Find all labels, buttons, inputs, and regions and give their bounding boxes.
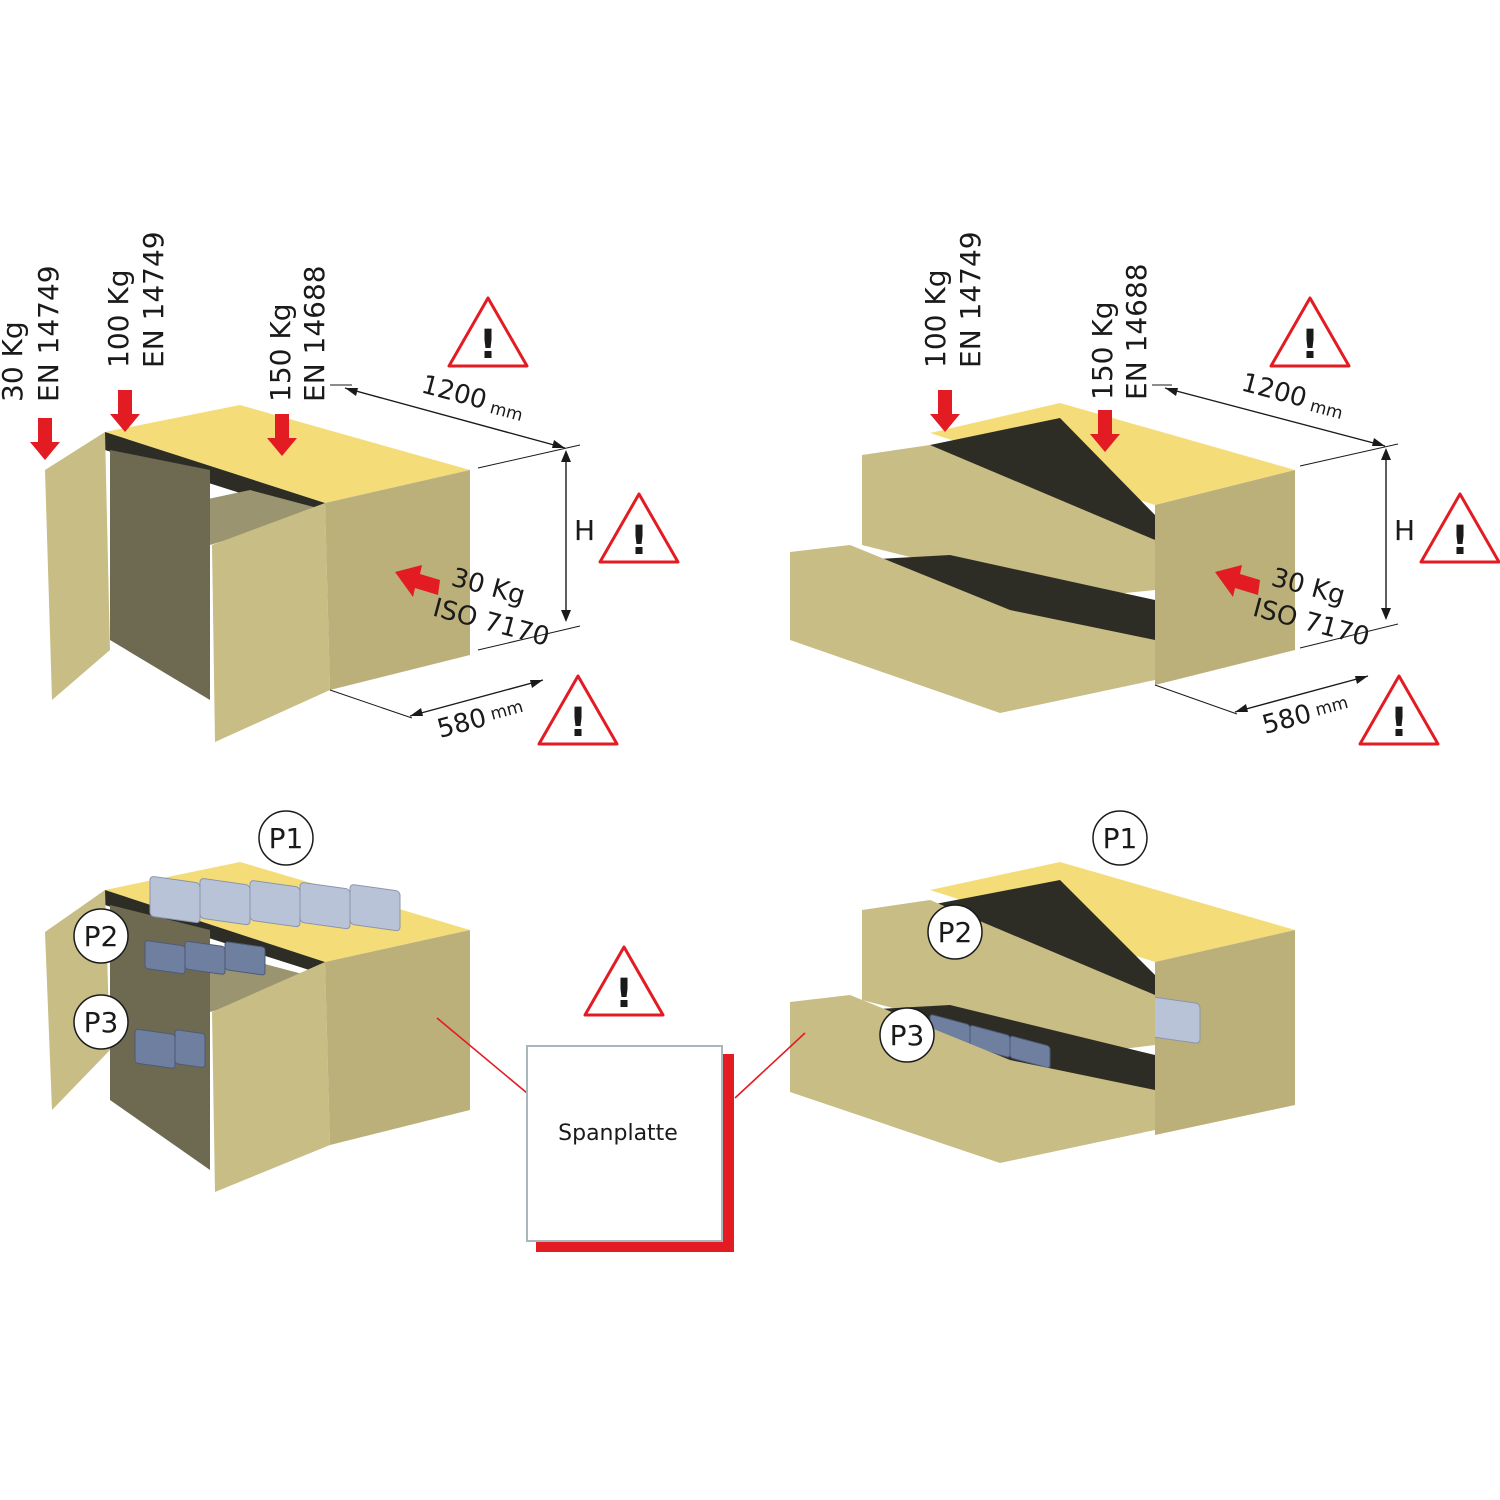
side-arrow-30kg xyxy=(395,565,440,597)
svg-text:P2: P2 xyxy=(84,920,119,953)
left-door xyxy=(45,432,110,700)
label-p2: P2 xyxy=(73,908,129,964)
svg-text:!: ! xyxy=(1301,322,1319,368)
bins-bottom-row xyxy=(134,1028,206,1069)
down-arrow-100kg xyxy=(930,390,960,432)
warning-icon: ! xyxy=(598,492,680,564)
cabinet-doors-loaded xyxy=(45,862,470,1192)
label-p3: P3 xyxy=(879,1007,935,1063)
bins-middle-row xyxy=(144,940,266,976)
svg-text:P3: P3 xyxy=(890,1019,925,1052)
load-100kg-standard: EN 14749 xyxy=(954,231,987,368)
width-unit: mm xyxy=(1308,396,1345,424)
warning-icon: ! xyxy=(537,674,619,746)
callout-line-left xyxy=(436,1017,528,1094)
warning-icon: ! xyxy=(1358,674,1440,746)
warning-icon: ! xyxy=(1419,492,1500,564)
width-unit: mm xyxy=(488,398,525,426)
depth-value: 580 xyxy=(1259,699,1315,741)
load-100kg-standard: EN 14749 xyxy=(137,231,170,368)
cabinet-drawers-top xyxy=(790,403,1295,713)
load-150kg-value: 150 Kg xyxy=(1086,302,1119,400)
cabinet-doors-top xyxy=(45,405,470,742)
load-30kg-standard: EN 14749 xyxy=(32,265,65,402)
label-p3: P3 xyxy=(73,994,129,1050)
down-arrow-100kg xyxy=(110,390,140,432)
svg-text:!: ! xyxy=(569,700,587,746)
svg-text:P2: P2 xyxy=(938,916,973,949)
depth-unit: mm xyxy=(488,697,525,725)
down-arrow-30kg xyxy=(30,418,60,460)
svg-text:P3: P3 xyxy=(84,1006,119,1039)
callout-line-right xyxy=(734,1032,806,1099)
load-30kg-value: 30 Kg xyxy=(0,321,29,402)
side-panel xyxy=(325,930,470,1145)
down-arrow-150kg xyxy=(1090,410,1120,452)
load-100kg-value: 100 Kg xyxy=(102,270,135,368)
material-label: Spanplatte xyxy=(558,1121,678,1146)
depth-value: 580 xyxy=(434,703,490,745)
depth-dimension-line xyxy=(1234,675,1369,713)
height-label: H xyxy=(1394,514,1415,547)
width-dimension-line xyxy=(344,387,566,449)
warning-icon: ! xyxy=(583,945,665,1017)
svg-text:!: ! xyxy=(630,518,648,564)
svg-text:!: ! xyxy=(615,971,633,1017)
width-value: 1200 xyxy=(1238,368,1310,414)
load-100kg-value: 100 Kg xyxy=(919,270,952,368)
width-dimension-line xyxy=(1164,387,1386,447)
right-door xyxy=(212,503,330,742)
lower-drawer xyxy=(790,545,1155,713)
height-label: H xyxy=(574,514,595,547)
side-arrow-30kg xyxy=(1215,565,1260,597)
label-p2: P2 xyxy=(927,904,983,960)
width-value: 1200 xyxy=(418,370,490,416)
load-150kg-value: 150 Kg xyxy=(264,304,297,402)
label-p1: P1 xyxy=(258,810,314,866)
warning-icon: ! xyxy=(1269,296,1351,368)
cabinet-drawers-loaded xyxy=(790,862,1295,1163)
side-panel xyxy=(1155,930,1295,1135)
depth-unit: mm xyxy=(1313,693,1350,721)
depth-dimension-line xyxy=(409,679,544,717)
down-arrow-150kg xyxy=(267,414,297,456)
svg-text:!: ! xyxy=(1390,700,1408,746)
material-callout-box: Spanplatte xyxy=(526,1045,734,1252)
svg-text:P1: P1 xyxy=(1103,822,1138,855)
load-150kg-standard: EN 14688 xyxy=(298,265,331,402)
side-panel xyxy=(325,470,470,690)
bins-top-row xyxy=(149,876,401,932)
svg-text:!: ! xyxy=(479,322,497,368)
svg-text:P1: P1 xyxy=(269,822,304,855)
label-p1: P1 xyxy=(1092,810,1148,866)
right-door xyxy=(212,962,330,1192)
warning-icon: ! xyxy=(447,296,529,368)
svg-text:!: ! xyxy=(1451,518,1469,564)
load-150kg-standard: EN 14688 xyxy=(1120,263,1153,400)
